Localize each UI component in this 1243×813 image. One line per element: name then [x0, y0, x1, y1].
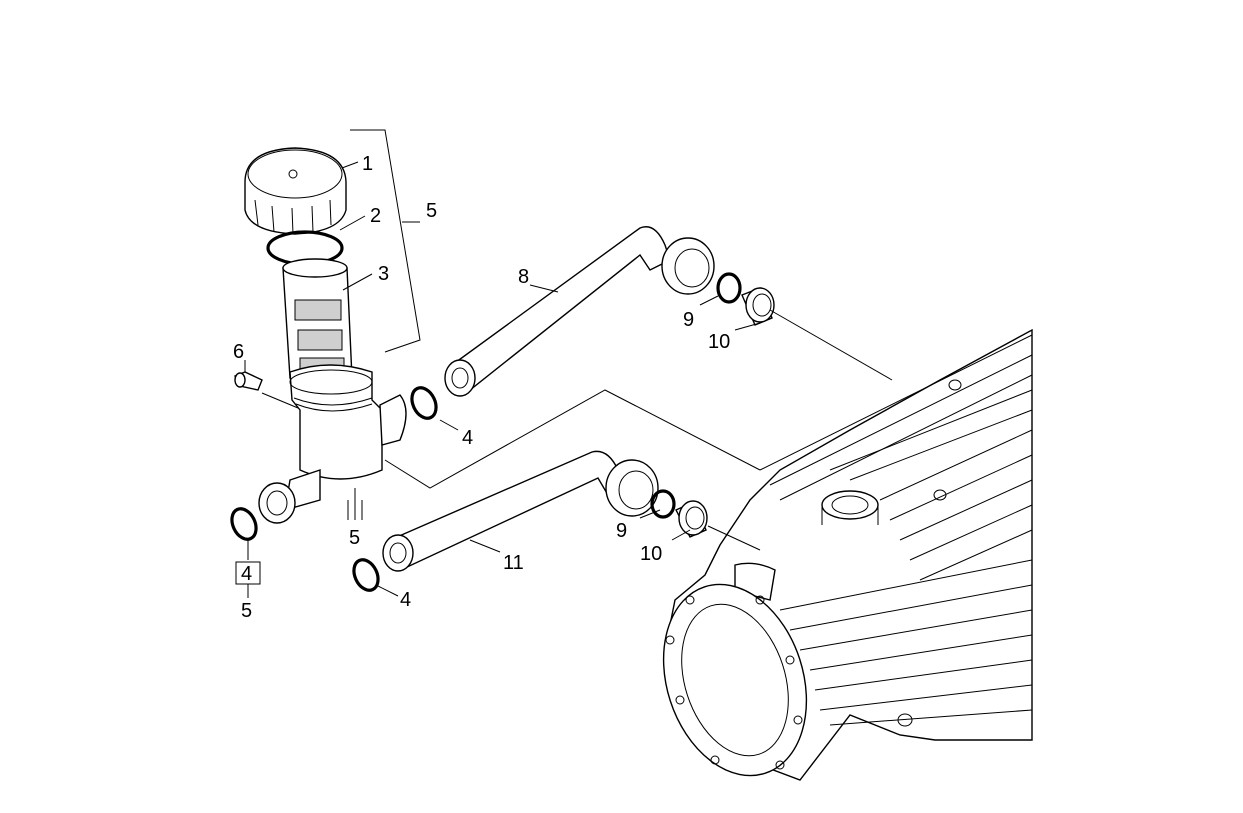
leader-lines: [235, 129, 893, 598]
callout-9-bottom: 9: [616, 520, 627, 542]
filter-strainer-3: [282, 258, 353, 383]
o-ring-9-top: [716, 272, 742, 304]
callout-6: 6: [233, 341, 244, 363]
o-ring-4-left: [230, 507, 258, 541]
o-ring-9-bottom: [650, 489, 676, 519]
callout-11: 11: [503, 552, 524, 574]
callout-4-bottom: 4: [400, 589, 411, 611]
o-ring-4-bottom: [352, 558, 380, 592]
pipe-8: [444, 226, 715, 397]
callout-8: 8: [518, 266, 529, 288]
callout-10-bottom: 10: [640, 543, 662, 565]
pump-housing: [662, 328, 1033, 781]
sleeve-10-top: [741, 287, 775, 326]
callout-9-top: 9: [683, 309, 694, 331]
callout-4-mid: 4: [462, 427, 473, 449]
callout-10-top: 10: [708, 331, 730, 353]
callout-5-top: 5: [426, 200, 437, 222]
callout-4-box: 4: [241, 563, 252, 585]
sleeve-10-bottom: [675, 500, 708, 538]
callout-5-box: 5: [241, 600, 252, 622]
callout-3: 3: [378, 263, 389, 285]
screw-6: [234, 371, 263, 391]
callout-5-mid: 5: [349, 527, 360, 549]
filter-body-5: [258, 364, 407, 524]
o-ring-4-mid: [410, 386, 438, 420]
pipe-11: [382, 450, 659, 572]
callout-1: 1: [362, 153, 373, 175]
callout-2: 2: [370, 205, 381, 227]
filter-cap-1: [244, 147, 347, 235]
